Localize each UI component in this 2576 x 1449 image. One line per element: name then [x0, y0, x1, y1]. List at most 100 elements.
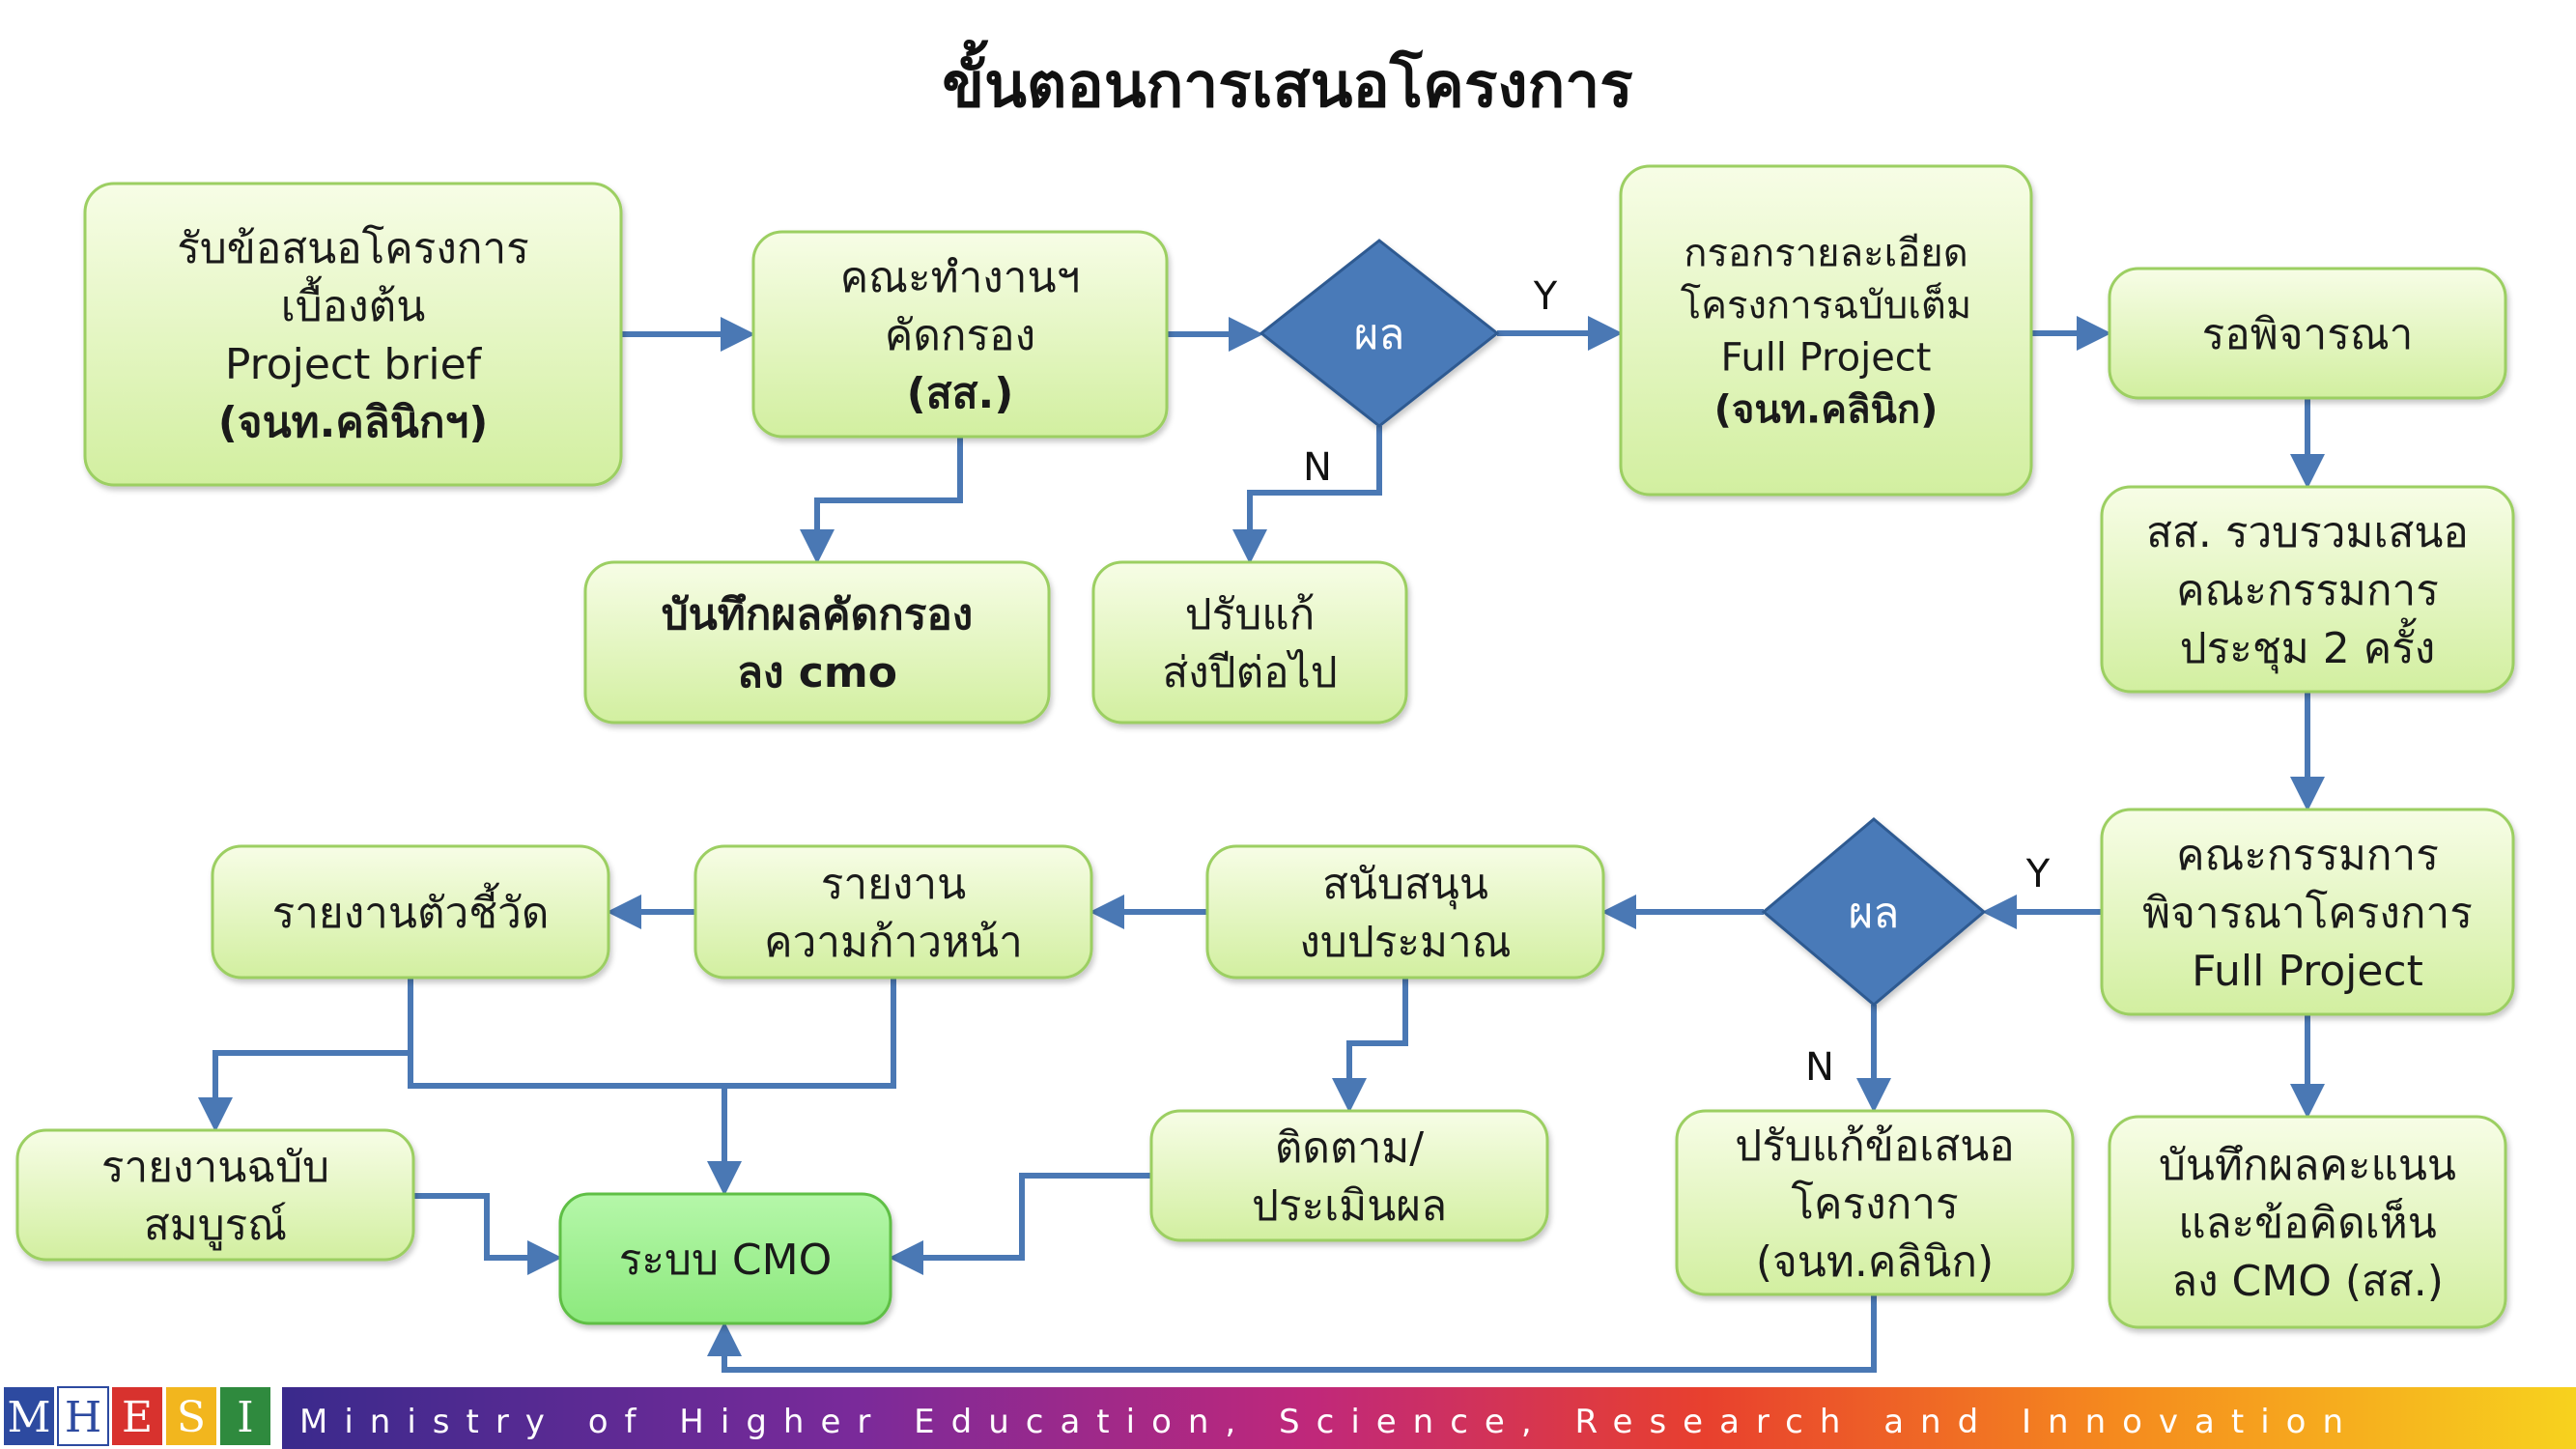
branch-label-yes-1: Y: [1533, 274, 1558, 319]
box-text-line: Full Project: [2192, 947, 2423, 996]
ministry-name: Ministry of Higher Education, Science, R…: [299, 1403, 2360, 1441]
box-text-line: สส. รวบรวมเสนอ: [2146, 508, 2469, 557]
box-text-line: บันทึกผลคัดกรอง: [662, 590, 974, 639]
box-text-line: คณะกรรมการ: [2176, 566, 2439, 615]
box-monitor-evaluate: ติดตาม/ประเมินผล: [1149, 1109, 1549, 1242]
box-text-line: และข้อคิดเห็น: [2178, 1198, 2437, 1248]
logo-tile: [112, 1387, 162, 1445]
box-shape: [1149, 1109, 1549, 1242]
box-text-line: (จนท.คลินิกฯ): [218, 398, 489, 447]
box-indicator-report: รายงานตัวชี้วัด: [211, 844, 610, 980]
arrow-indicator-to-fullreport: [198, 978, 413, 1132]
box-text-line: (จนท.คลินิก): [1756, 1237, 1994, 1287]
footer-gradient-band: [282, 1387, 2576, 1449]
box-text-line: รายงาน: [821, 860, 966, 909]
logo-tile: [220, 1387, 270, 1445]
logo-letter: S: [177, 1393, 206, 1442]
box-text-line: เบื้องต้น: [281, 275, 426, 331]
box-shape: [2108, 1115, 2507, 1329]
box-text-line: คณะกรรมการ: [2176, 831, 2439, 880]
box-shape: [1205, 844, 1605, 980]
box-shape: [83, 182, 623, 487]
connectors: [198, 316, 2325, 1373]
box-text-line: ปรับแก้: [1185, 590, 1316, 639]
box-text-line: กรอกรายละเอียด: [1684, 231, 1967, 275]
box-text-line: (สส.): [907, 369, 1014, 418]
box-shape: [751, 230, 1169, 439]
box-text-line: รับข้อสนอโครงการ: [177, 224, 529, 273]
box-text-line: ประเมินผล: [1252, 1181, 1447, 1231]
logo-letter: E: [122, 1393, 153, 1442]
logo-tile: [166, 1387, 216, 1445]
box-cmo-system: ระบบ CMO: [558, 1192, 892, 1325]
arrow-budget-to-monitor: [1332, 978, 1408, 1113]
box-text-line: ส่งปีต่อไป: [1162, 648, 1337, 697]
box-shape: [694, 844, 1093, 980]
box-text-line: โครงการฉบับเต็ม: [1681, 281, 1971, 327]
box-text-line: ติดตาม/: [1275, 1123, 1424, 1173]
box-text-line: รายงานฉบับ: [101, 1143, 329, 1192]
box-text-line: คัดกรอง: [885, 311, 1035, 360]
branch-label-no-2: N: [1805, 1045, 1834, 1090]
box-text-line: สนับสนุน: [1322, 860, 1488, 910]
branch-label-no-1: N: [1303, 445, 1332, 490]
box-text-line: พิจารณาโครงการ: [2142, 889, 2473, 938]
line-indicator-to-cmo: [408, 1053, 742, 1196]
box-await-consideration: รอพิจารณา: [2108, 267, 2507, 400]
box-shape: [15, 1128, 415, 1262]
decision-result-2: ผล: [1761, 817, 1987, 1007]
arrow-result1-no-to-revise: [1232, 426, 1382, 564]
box-shape: [583, 560, 1051, 724]
logo-letter: M: [7, 1393, 50, 1442]
diamond-shape: [1259, 239, 1500, 428]
box-text-line: ระบบ CMO: [619, 1236, 832, 1285]
box-text-line: รอพิจารณา: [2202, 310, 2414, 359]
box-text-line: งบประมาณ: [1299, 918, 1511, 967]
arrow-revise-to-cmo: [707, 1294, 1877, 1373]
logo-tile: [57, 1386, 109, 1446]
box-text-line: Full Project: [1721, 335, 1932, 380]
line-progress-to-cmo: [724, 978, 896, 1089]
box-revise-next-year: ปรับแก้ส่งปีต่อไป: [1091, 560, 1408, 724]
box-text-line: โครงการ: [1791, 1179, 1958, 1229]
branch-label-yes-2: Y: [2025, 852, 2051, 896]
box-shape: [1675, 1109, 2075, 1296]
diamond-shape: [1761, 817, 1987, 1007]
logo-letter: I: [237, 1393, 253, 1442]
box-text-line: ความก้าวหน้า: [764, 918, 1023, 967]
box-shape: [558, 1192, 892, 1325]
decision-label: ผล: [1354, 310, 1405, 359]
box-shape: [211, 844, 610, 980]
decision-result-1: ผล: [1259, 239, 1500, 428]
arrow-monitor-to-cmo: [889, 1173, 1151, 1275]
box-text-line: Project brief: [225, 340, 483, 389]
arrow-fullreport-to-cmo: [413, 1193, 562, 1275]
box-text-line: ปรับแก้ข้อเสนอ: [1735, 1122, 2014, 1171]
logo-tile: [4, 1387, 54, 1445]
box-text-line: ลง cmo: [737, 648, 897, 697]
box-shape: [1091, 560, 1408, 724]
box-shape: [2108, 267, 2507, 400]
arrow-screening-to-record: [800, 437, 963, 564]
box-text-line: บันทึกผลคะแนน: [2159, 1141, 2456, 1190]
box-text-line: สมบูรณ์: [144, 1201, 287, 1251]
box-text-line: คณะทำงานฯ: [840, 253, 1081, 302]
branch-labels: Y N Y N: [1303, 274, 2051, 1090]
